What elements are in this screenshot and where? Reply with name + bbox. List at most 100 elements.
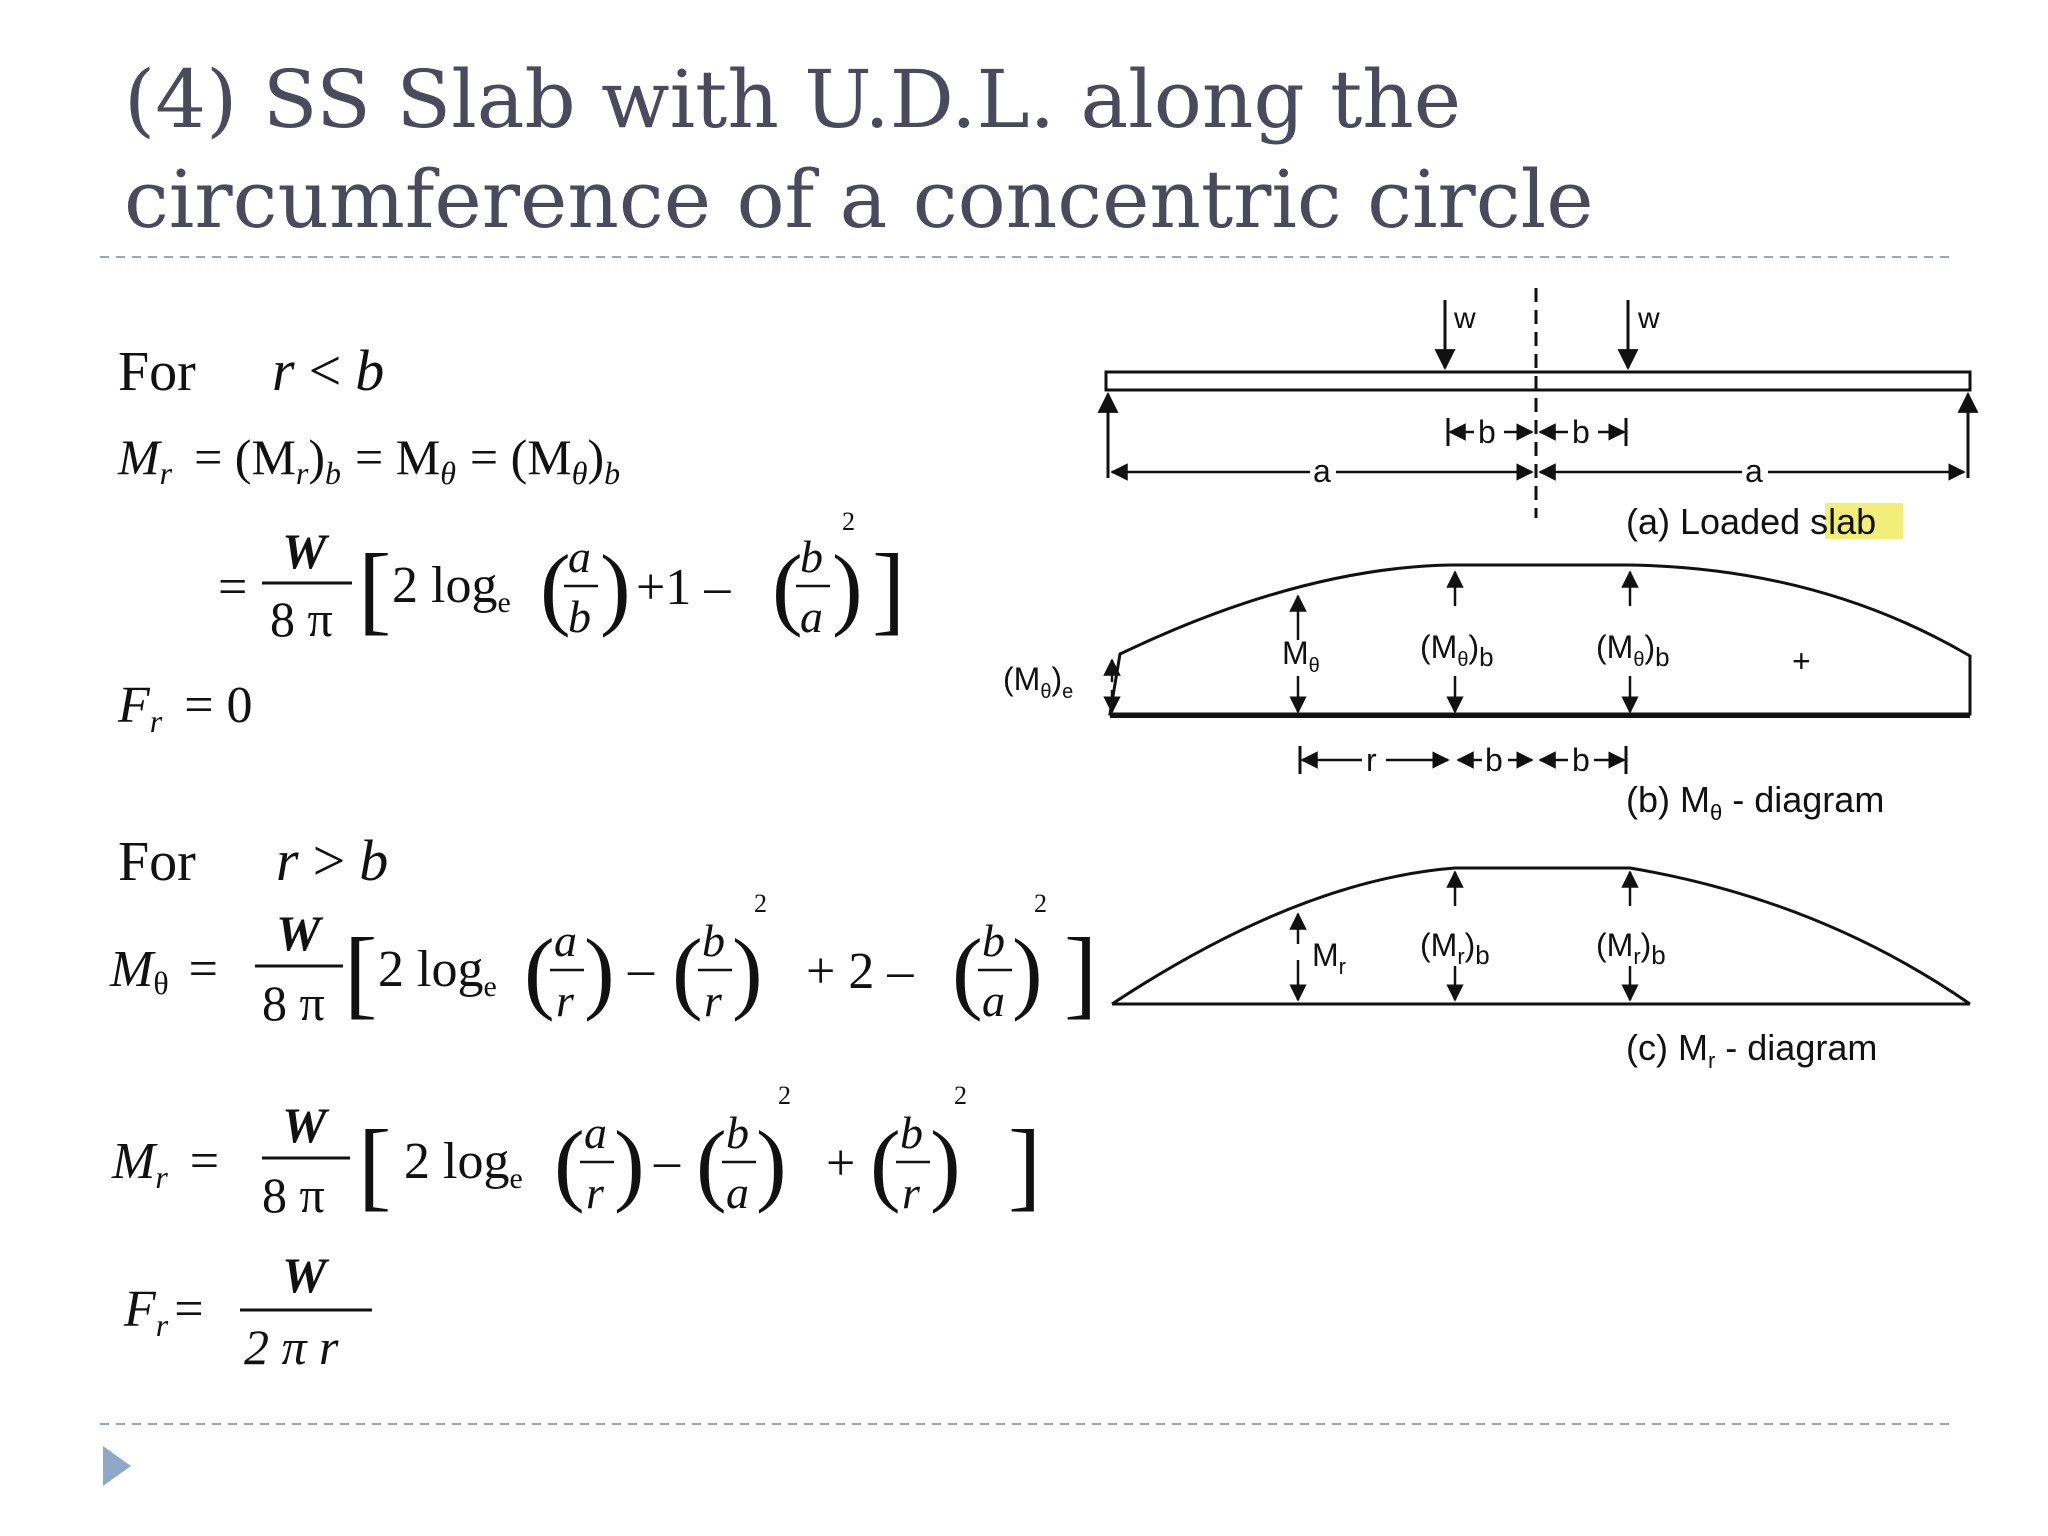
mtheta-bracket-open: [ <box>344 917 377 1028</box>
for-label-2: For <box>118 831 196 893</box>
mr-b-label-1: (Mr)b <box>1420 927 1490 970</box>
paren1-num: a <box>568 531 591 582</box>
dim-b-2-label: b <box>1572 742 1590 778</box>
mr-curve <box>1111 866 1971 1006</box>
figure-mr-diagram: Mr (Mr)b (Mr)b (c) Mr - diagram <box>1111 866 1971 1073</box>
fr-equation-1: Fr= 0 <box>117 677 253 739</box>
dim-b-2-mask <box>1568 746 1594 774</box>
mr-q2-open: ( <box>696 1112 727 1214</box>
caption-a-highlight-box <box>1825 503 1903 539</box>
mr-q3-num: b <box>900 1107 923 1158</box>
dim-b-1-label: b <box>1485 742 1503 778</box>
slide-title-line-1: (4) SS Slab with U.D.L. along the <box>124 53 1462 146</box>
mtheta-p3-open: ( <box>952 920 983 1022</box>
figure-loaded-slab: w w b b a a (a) Loaded slab <box>1097 288 1979 542</box>
frac-num-1: W <box>282 523 330 579</box>
bracket-open-1: [ <box>358 533 391 644</box>
paren-close-1: ) <box>600 536 631 638</box>
paren2-num: b <box>800 531 823 582</box>
caption-c: (c) Mr - diagram <box>1626 1027 1877 1073</box>
mr-equality-chain: Mr= (Mr)b= Mθ= (Mθ)b <box>117 429 620 491</box>
mr-q1-open: ( <box>554 1112 585 1214</box>
mtheta-p2-open: ( <box>672 920 703 1022</box>
dim-a-label-1: a <box>1313 453 1331 489</box>
dim-b-label-2: b <box>1572 414 1590 450</box>
mr-q2-close: ) <box>756 1112 787 1214</box>
mr-frac-num: W <box>282 1097 330 1153</box>
mtheta-p2-close: ) <box>732 920 763 1022</box>
mtheta-plus-two: + 2 – <box>806 943 914 1000</box>
mtheta-p1-open: ( <box>524 920 555 1022</box>
slide-title-line-2: circumference of a concentric circle <box>124 153 1594 246</box>
mtheta-exp-2: 2 <box>1034 889 1047 918</box>
load-label-left: w <box>1453 302 1476 335</box>
dim-a-label-2: a <box>1745 453 1763 489</box>
mtheta-b-label-2: (Mθ)b <box>1596 629 1670 672</box>
mtheta-p2-num: b <box>702 915 725 966</box>
log-term-1: 2 loge <box>392 557 511 619</box>
mtheta-p3-close: ) <box>1012 920 1043 1022</box>
caption-b: (b) Mθ - diagram <box>1626 779 1884 825</box>
dim-r-mask <box>1362 746 1386 774</box>
mtheta-plus-sign: + <box>1792 643 1811 679</box>
mtheta-frac-num: W <box>276 905 324 961</box>
mtheta-p3-den: a <box>982 975 1005 1026</box>
mr-q2-num: b <box>726 1107 749 1158</box>
mtheta-lhs: Mθ= <box>109 941 218 1001</box>
caption-a-highlight: slab <box>1810 501 1876 542</box>
condition-2: r>b <box>276 828 388 893</box>
mr-q1-den: r <box>586 1167 605 1218</box>
dim-b-mask-1 <box>1474 418 1504 446</box>
mtheta-frac-den: 8 π <box>262 975 325 1031</box>
mtheta-label: Mθ <box>1282 635 1320 677</box>
dim-a-mask-1 <box>1310 458 1336 486</box>
figure-mtheta-diagram: Mθ (Mθ)b (Mθ)b (Mθ)e + r b b (b) Mθ - di… <box>1003 563 1972 825</box>
mtheta-p2-den: r <box>704 975 723 1026</box>
dim-b-label-1: b <box>1478 414 1496 450</box>
dim-b-mask-2 <box>1568 418 1598 446</box>
mr-log-term: 2 loge <box>404 1133 523 1195</box>
plus-one-term: +1 – <box>636 559 731 616</box>
mr-bracket-close: ] <box>1008 1109 1041 1220</box>
mr-q2-den: a <box>726 1167 749 1218</box>
mtheta-p1-num: a <box>554 915 577 966</box>
caption-a: (a) Loaded slab <box>1626 501 1876 542</box>
mr-frac-den: 8 π <box>262 1167 325 1223</box>
paren-close-2: ) <box>832 536 863 638</box>
for-label-1: For <box>118 341 196 403</box>
load-label-right: w <box>1637 302 1660 335</box>
mr-q3-den: r <box>902 1167 921 1218</box>
dim-b-1-mask <box>1482 746 1508 774</box>
mr-minus: – <box>653 1133 681 1190</box>
formula-case-r-greater-b: For r>b Mθ= W 8 π [ 2 loge ( a r ) – ( b… <box>109 828 1097 1375</box>
mr-lhs: Mr= <box>111 1133 219 1195</box>
fr-num-2: W <box>282 1247 330 1303</box>
mr-label: Mr <box>1312 937 1346 979</box>
mtheta-b-label-1: (Mθ)b <box>1420 629 1494 672</box>
mtheta-p1-close: ) <box>584 920 615 1022</box>
mtheta-e-label: (Mθ)e <box>1003 661 1073 703</box>
mr-plus: + <box>826 1135 855 1192</box>
mr-q3-close: ) <box>930 1112 961 1214</box>
dim-a-mask-2 <box>1742 458 1768 486</box>
condition-1: r<b <box>272 338 384 403</box>
bracket-close-1: ] <box>872 533 905 644</box>
frac-den-1: 8 π <box>270 591 333 647</box>
slide-title: (4) SS Slab with U.D.L. along the circum… <box>124 50 1924 250</box>
triangle-bullet-icon <box>103 1446 131 1486</box>
mtheta-bracket-close: ] <box>1064 917 1097 1028</box>
mtheta-p1-den: r <box>556 975 575 1026</box>
slab-rect <box>1104 370 1972 392</box>
mtheta-p3-num: b <box>982 915 1005 966</box>
mr-q1-num: a <box>584 1107 607 1158</box>
exponent-1: 2 <box>842 507 855 536</box>
dim-r-label: r <box>1366 742 1377 778</box>
eq-sign-1: = <box>218 559 247 616</box>
mr-b-label-2: (Mr)b <box>1596 927 1666 970</box>
paren2-den: a <box>800 591 823 642</box>
mtheta-curve <box>1108 563 1972 716</box>
mr-exp-2: 2 <box>954 1081 967 1110</box>
mtheta-log-term: 2 loge <box>378 941 497 1003</box>
paren1-den: b <box>568 591 591 642</box>
